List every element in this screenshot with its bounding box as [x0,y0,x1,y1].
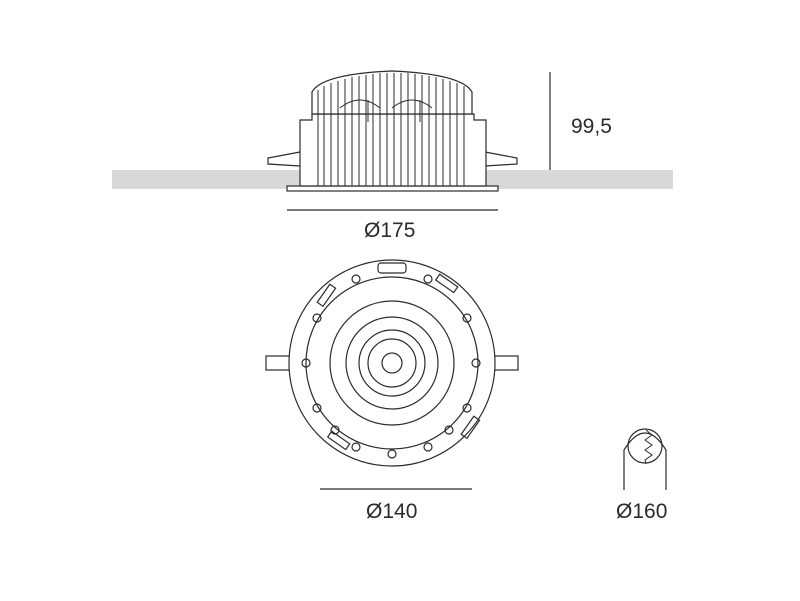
heatsink-fins [317,73,465,186]
trim-ring [286,185,499,192]
spring-clip-left [267,151,301,167]
led-dot [381,352,403,374]
label-tab [377,262,407,274]
housing-body [299,113,487,187]
tilt-zigzag [644,429,653,465]
lens-outer [358,329,426,397]
slots [316,273,481,451]
tilt-detail [623,428,667,490]
tab-left [265,355,291,371]
outer-diameter-label: Ø175 [364,219,416,242]
cutout-diameter-label: Ø140 [366,500,418,523]
inner-flange [305,276,479,450]
top-view [265,259,519,467]
reflector-ring [345,316,439,410]
side-view [112,70,673,192]
reflector-outer [329,300,455,426]
tilt-diameter-label: Ø160 [616,500,668,523]
lens-inner [367,338,417,388]
tab-right [493,355,519,371]
height-label: 99,5 [571,115,612,138]
outer-flange [288,259,496,467]
spring-clip-right [484,151,518,167]
heatsink-detail [339,99,433,122]
screw-holes [301,274,481,459]
